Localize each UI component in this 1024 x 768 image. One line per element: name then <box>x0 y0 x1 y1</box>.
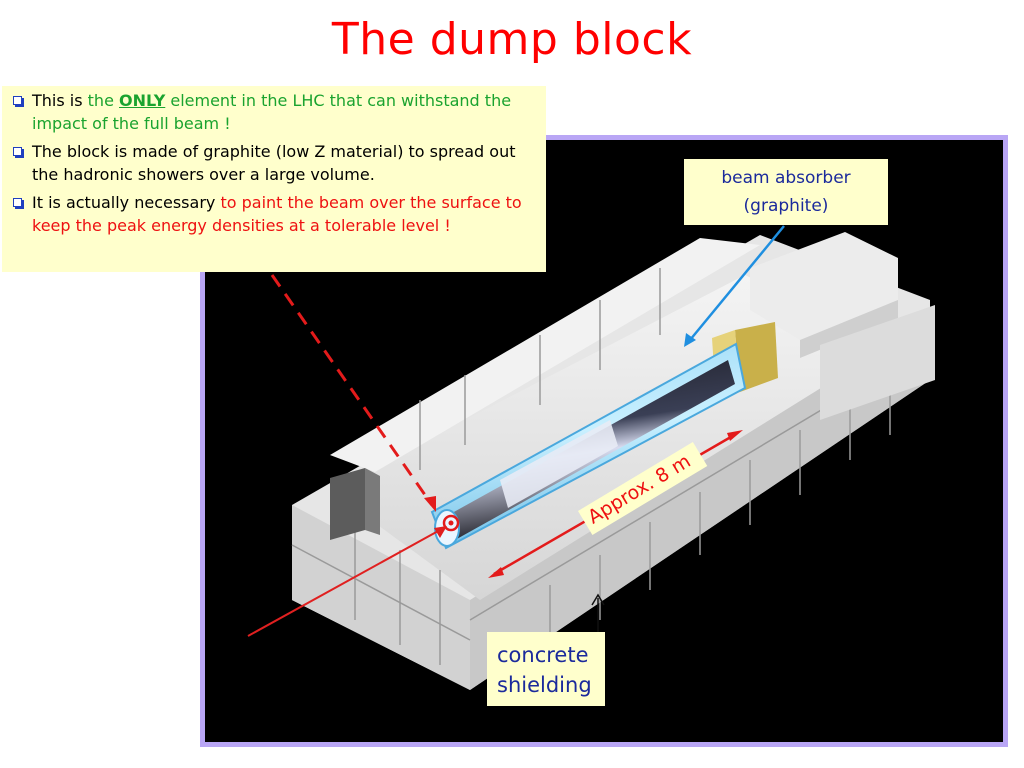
hollow-square-bullet-icon <box>13 147 22 156</box>
concrete-label-line1: concrete <box>497 643 589 667</box>
bullet-text: The block is made of graphite (low Z mat… <box>32 142 516 184</box>
bullet-text: This is <box>32 91 88 110</box>
hollow-square-bullet-icon <box>13 96 22 105</box>
bullet-text-red: to paint the beam over the surface to ke… <box>32 193 522 235</box>
bullet-text: It is actually necessary <box>32 193 221 212</box>
bullet-item-only-element: This is the ONLY element in the LHC that… <box>12 90 538 135</box>
dashed-pointer <box>270 274 434 506</box>
concrete-shielding-label: concrete shielding <box>487 632 605 706</box>
absorber-pointer <box>689 225 785 341</box>
bullet-callout: This is the ONLY element in the LHC that… <box>2 86 546 272</box>
concrete-shielding-blocks <box>291 232 935 690</box>
absorber-label-line2: (graphite) <box>743 196 829 216</box>
beam-dump-core <box>430 342 747 550</box>
bullet-item-paint-beam: It is actually necessary to paint the be… <box>12 192 538 237</box>
graphite-absorber-end <box>735 322 778 392</box>
slide-title: The dump block <box>331 14 693 65</box>
concrete-label-line2: shielding <box>497 673 592 697</box>
bullet-item-graphite: The block is made of graphite (low Z mat… <box>12 141 538 186</box>
bullet-text-green: the <box>87 91 119 110</box>
bullet-text-only: ONLY <box>119 91 166 110</box>
absorber-label-line1: beam absorber <box>721 168 851 188</box>
hollow-square-bullet-icon <box>13 198 22 207</box>
beam-arrow <box>247 529 441 637</box>
bullet-text-green: element in the LHC that can withstand th… <box>32 91 512 133</box>
beam-absorber-label: beam absorber (graphite) <box>684 159 888 225</box>
